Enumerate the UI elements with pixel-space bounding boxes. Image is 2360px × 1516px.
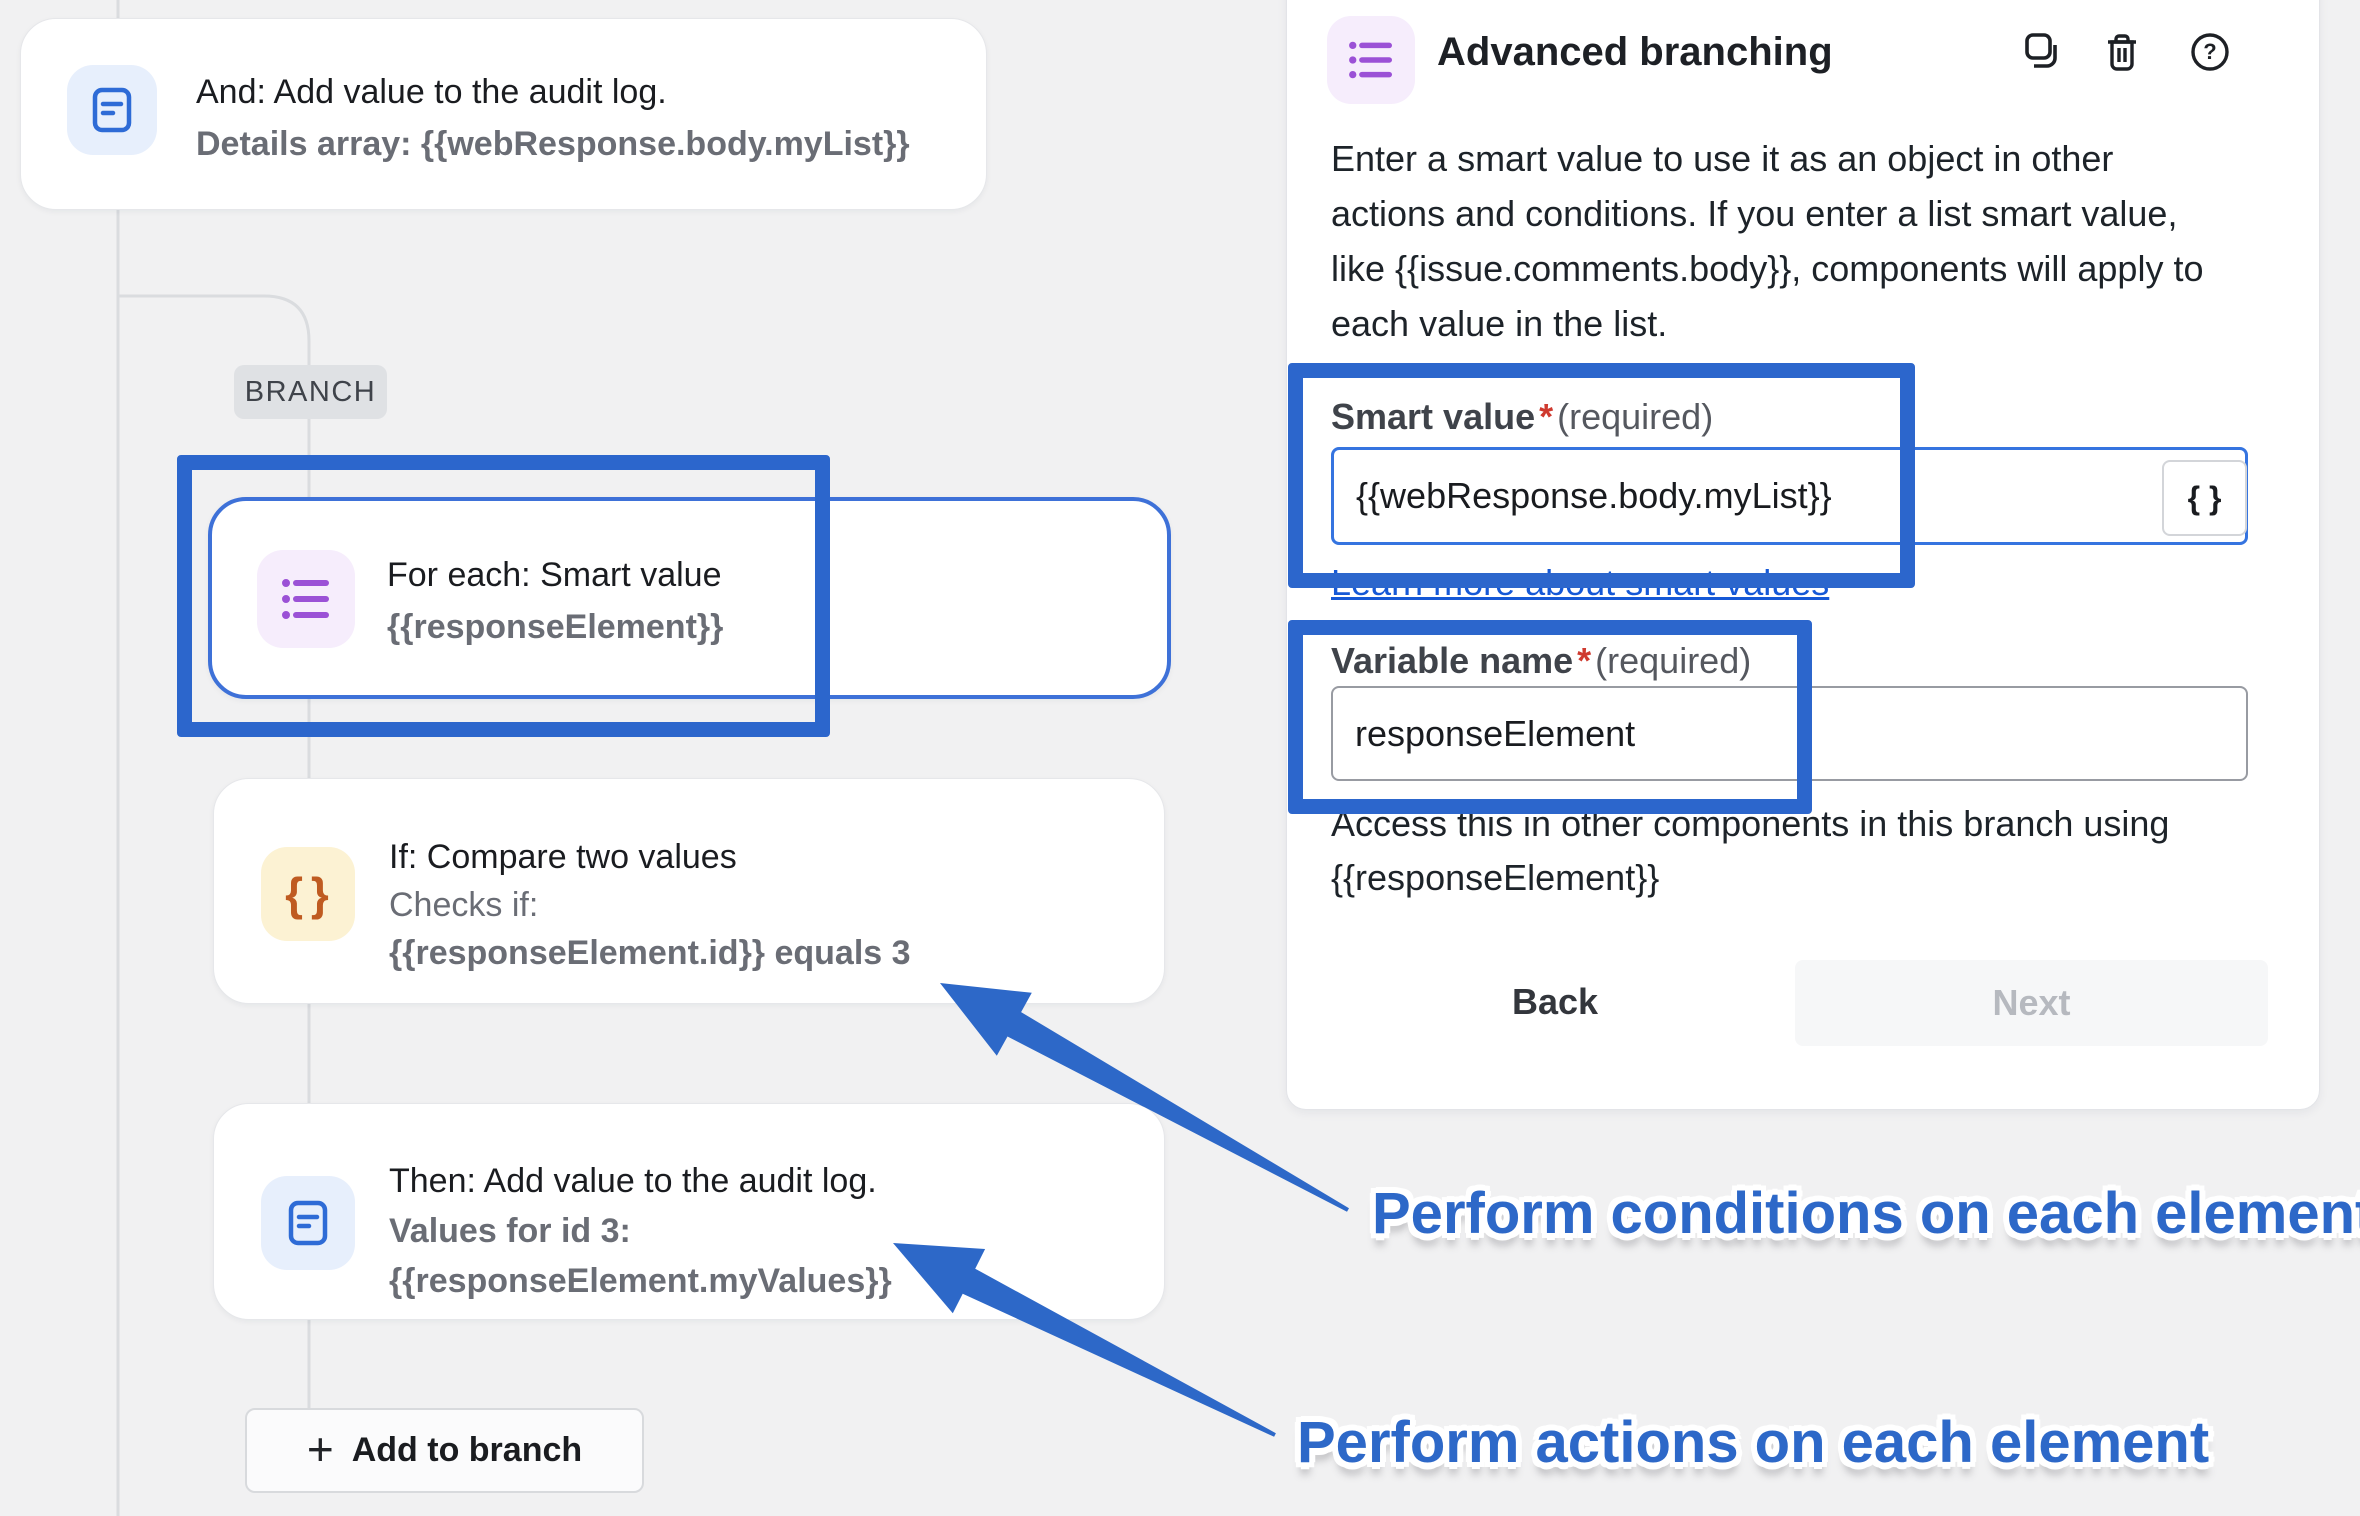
- node-and-audit-log[interactable]: And: Add value to the audit log. Details…: [20, 18, 987, 210]
- highlight-box-variable-name: [1288, 620, 1812, 814]
- node-line3: {{responseElement.id}} equals 3: [389, 934, 911, 972]
- advanced-branching-panel: [1286, 0, 2320, 1110]
- add-to-branch-label: Add to branch: [351, 1431, 583, 1469]
- variable-name-input[interactable]: responseElement: [1331, 686, 2248, 781]
- node-title: And: Add value to the audit log.: [196, 73, 667, 111]
- node-title: If: Compare two values: [389, 838, 737, 876]
- node-line2: Values for id 3:: [389, 1212, 631, 1250]
- document-icon: [67, 65, 157, 155]
- next-button-disabled[interactable]: Next: [1795, 960, 2268, 1046]
- highlight-box-for-each-node: [177, 455, 830, 737]
- svg-text:?: ?: [2203, 39, 2216, 64]
- panel-description: Enter a smart value to use it as an obje…: [1331, 138, 2204, 344]
- node-subtitle: {{responseElement}}: [387, 608, 724, 646]
- document-icon: [261, 1176, 355, 1270]
- smart-value-picker-button[interactable]: { }: [2162, 460, 2247, 536]
- plus-icon: +: [306, 1422, 334, 1475]
- node-line2: Checks if:: [389, 886, 539, 924]
- node-subtitle: Details array: {{webResponse.body.myList…: [196, 125, 910, 163]
- smart-value-input[interactable]: {{webResponse.body.myList}}: [1331, 447, 2248, 545]
- node-title: Then: Add value to the audit log.: [389, 1162, 877, 1200]
- back-button[interactable]: Back: [1480, 974, 1630, 1030]
- node-title: For each: Smart value: [387, 556, 722, 594]
- list-icon: [1327, 16, 1415, 104]
- trash-icon[interactable]: [2098, 28, 2146, 76]
- list-icon: [257, 550, 355, 648]
- required-asterisk: *: [1539, 396, 1554, 437]
- node-then-audit-log[interactable]: Then: Add value to the audit log. Values…: [213, 1103, 1165, 1320]
- smart-value-label: Smart value*(required): [1331, 396, 1714, 437]
- node-for-each[interactable]: For each: Smart value {{responseElement}…: [208, 497, 1171, 699]
- copy-icon[interactable]: [2018, 28, 2066, 76]
- node-line3: {{responseElement.myValues}}: [389, 1262, 892, 1300]
- variable-name-label: Variable name*(required): [1331, 640, 1752, 681]
- help-icon[interactable]: ?: [2186, 28, 2234, 76]
- annotation-conditions-text: Perform conditions on each element: [1372, 1181, 2360, 1246]
- panel-title: Advanced branching: [1437, 30, 1833, 74]
- add-to-branch-button[interactable]: + Add to branch: [245, 1408, 644, 1493]
- braces-icon: { }: [2187, 479, 2222, 516]
- node-if-compare[interactable]: { } If: Compare two values Checks if: {{…: [213, 778, 1165, 1004]
- highlight-box-smart-value: [1288, 363, 1915, 588]
- branch-label: BRANCH: [234, 365, 387, 419]
- annotation-actions-text: Perform actions on each element: [1297, 1410, 2210, 1475]
- braces-icon: { }: [261, 847, 355, 941]
- required-asterisk: *: [1577, 640, 1592, 681]
